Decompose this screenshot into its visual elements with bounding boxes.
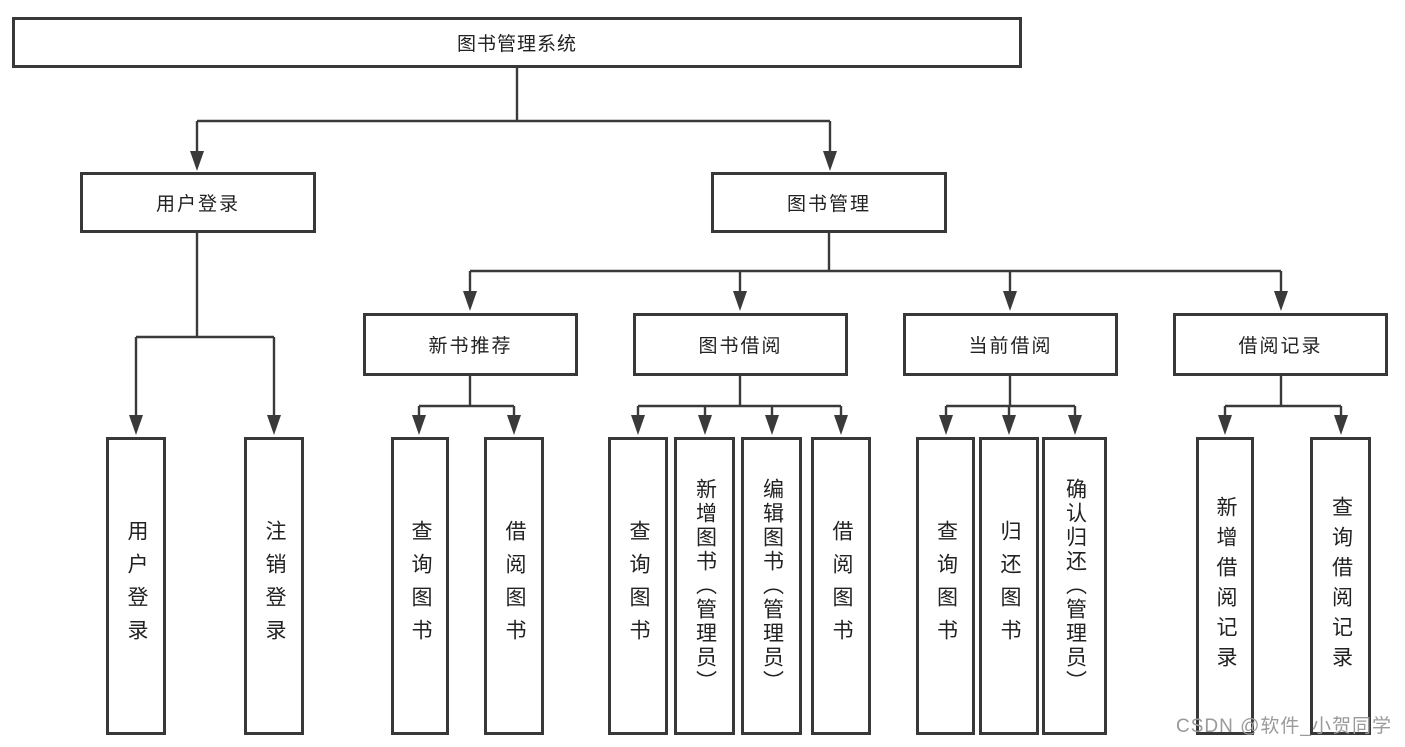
node-label: 借阅图书 xyxy=(830,520,854,652)
node-book-management: 图书管理 xyxy=(711,172,947,233)
node-label: 借阅记录 xyxy=(1238,336,1323,357)
node-label: 当前借阅 xyxy=(968,336,1053,357)
leaf-query-books-recommend: 查询图书 xyxy=(391,437,449,735)
node-root-system: 图书管理系统 xyxy=(12,17,1022,68)
leaf-query-borrow-record: 查询借阅记录 xyxy=(1310,437,1371,735)
node-label: 查询图书 xyxy=(409,520,433,652)
node-label: 新增借阅记录 xyxy=(1214,496,1238,676)
node-label: 用户登录 xyxy=(125,520,149,652)
node-user-login: 用户登录 xyxy=(80,172,316,233)
leaf-confirm-return-admin: 确认归还（管理员） xyxy=(1042,437,1107,735)
leaf-add-book-admin: 新增图书（管理员） xyxy=(674,437,735,735)
node-label: 图书管理 xyxy=(786,194,871,215)
leaf-edit-book-admin: 编辑图书（管理员） xyxy=(741,437,802,735)
node-label: 查询借阅记录 xyxy=(1329,496,1353,676)
leaf-logout: 注销登录 xyxy=(244,437,304,735)
leaf-user-login: 用户登录 xyxy=(106,437,166,735)
leaf-query-books-borrow: 查询图书 xyxy=(608,437,668,735)
leaf-borrow-book: 借阅图书 xyxy=(811,437,871,735)
node-label: 新书推荐 xyxy=(428,336,513,357)
node-new-book-recommend: 新书推荐 xyxy=(363,313,578,376)
node-label: 新增图书（管理员） xyxy=(693,478,717,694)
node-label: 图书管理系统 xyxy=(456,34,577,55)
node-borrow-records: 借阅记录 xyxy=(1173,313,1388,376)
node-label: 图书借阅 xyxy=(698,336,783,357)
node-label: 编辑图书（管理员） xyxy=(760,478,784,694)
node-label: 注销登录 xyxy=(263,520,287,652)
leaf-add-borrow-record: 新增借阅记录 xyxy=(1196,437,1254,735)
node-label: 归还图书 xyxy=(998,520,1022,652)
leaf-query-books-current: 查询图书 xyxy=(916,437,975,735)
node-label: 查询图书 xyxy=(934,520,958,652)
csdn-watermark: CSDN @软件_小贺同学 xyxy=(1176,716,1392,737)
leaf-return-book: 归还图书 xyxy=(979,437,1039,735)
node-book-borrowing: 图书借阅 xyxy=(633,313,848,376)
node-label: 借阅图书 xyxy=(503,520,527,652)
leaf-borrow-books-recommend: 借阅图书 xyxy=(484,437,544,735)
node-label: 查询图书 xyxy=(627,520,651,652)
node-label: 用户登录 xyxy=(155,194,240,215)
node-label: 确认归还（管理员） xyxy=(1063,478,1087,694)
node-current-borrowing: 当前借阅 xyxy=(903,313,1118,376)
